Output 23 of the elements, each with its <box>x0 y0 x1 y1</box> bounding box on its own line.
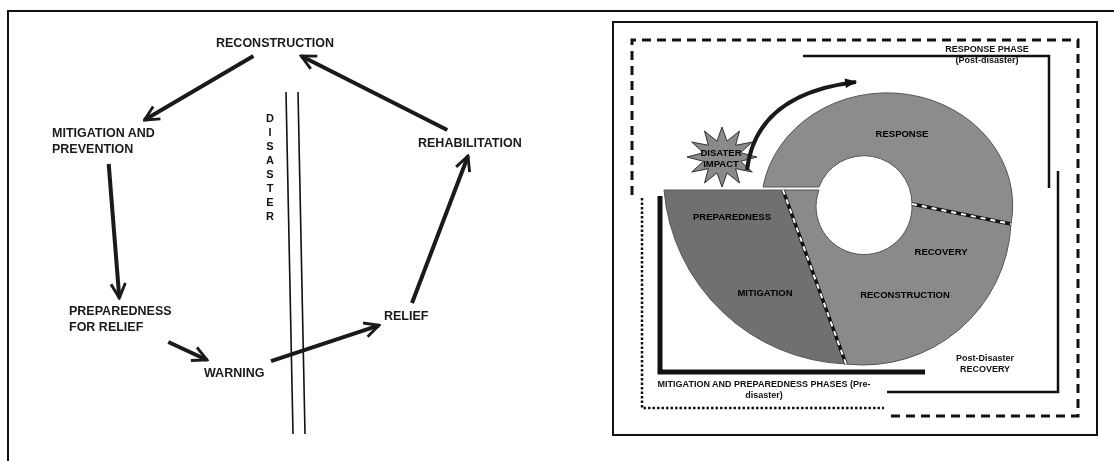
arrow <box>299 54 449 132</box>
stage-label: RECONSTRUCTION <box>216 35 335 51</box>
segment-label: PREPAREDNESS <box>693 211 771 222</box>
segment-label: RESPONSE <box>875 128 929 139</box>
stage-label: PREPAREDNESS FOR RELIEF <box>69 303 173 337</box>
arrow <box>106 163 127 300</box>
arrow <box>270 321 381 363</box>
segment-label: RECONSTRUCTION <box>860 289 950 300</box>
phase-label: RESPONSE PHASE (Post-disaster) <box>944 44 1030 66</box>
segment-label: RECOVERY <box>914 246 968 257</box>
phase-label: MITIGATION AND PREPAREDNESS PHASES (Pre-disaster) <box>656 379 872 401</box>
segment-label: DISATER IMPACT <box>699 147 743 169</box>
arrow <box>410 154 472 304</box>
stage-label: WARNING <box>204 365 266 381</box>
stage-label: REHABILITATION <box>418 135 528 151</box>
stage-label: RELIEF <box>384 308 430 324</box>
phase-label: Post-Disaster RECOVERY <box>955 353 1015 375</box>
segment-label: MITIGATION <box>737 287 793 298</box>
arrow <box>745 78 858 171</box>
arrow <box>142 54 255 122</box>
stage-label: MITIGATION AND PREVENTION <box>52 125 162 159</box>
arrow <box>167 340 209 362</box>
vertical-label: DISASTER <box>264 112 276 224</box>
